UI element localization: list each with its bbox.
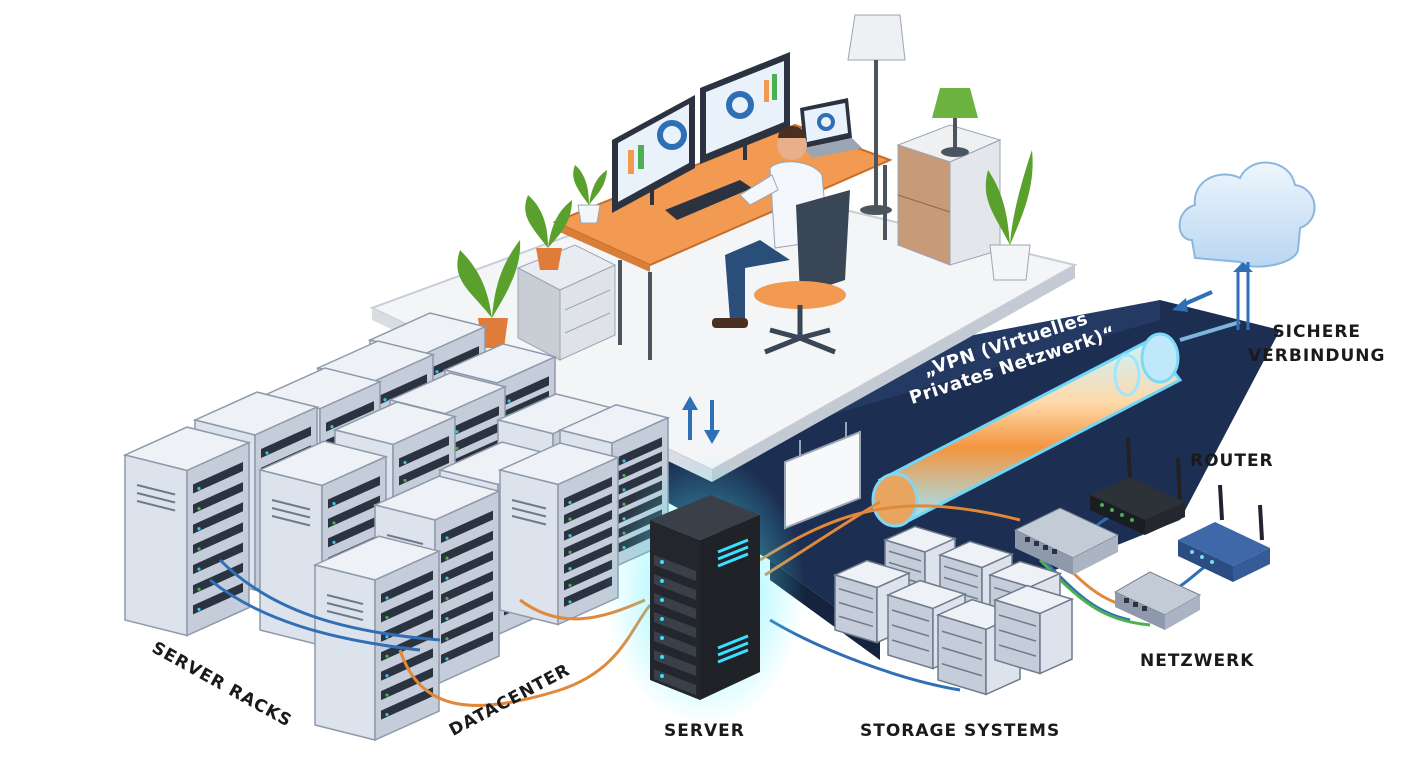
secure-connection-line2: VERBINDUNG xyxy=(1248,346,1386,366)
storage-unit xyxy=(992,584,1075,675)
sync-arrows-icon xyxy=(682,396,720,444)
server-light-bar xyxy=(717,538,749,568)
secure-connection-line1: SICHERE xyxy=(1272,322,1362,342)
server-label: SERVER xyxy=(664,721,745,741)
plant-pot-desk-back xyxy=(573,165,607,224)
wall-panel xyxy=(784,422,861,530)
netzwerk-label: NETZWERK xyxy=(1140,651,1255,671)
server-racks-group xyxy=(122,312,671,742)
network-switch-top xyxy=(1013,507,1120,575)
server-unit xyxy=(654,612,696,638)
server-rack xyxy=(122,426,252,637)
monitor-left xyxy=(612,95,695,213)
floor-lamp xyxy=(847,14,906,215)
plant-pot-desk xyxy=(525,195,572,270)
server-unit xyxy=(654,555,696,581)
router-label: ROUTER xyxy=(1190,451,1274,471)
office-chair xyxy=(754,190,850,355)
server-unit xyxy=(654,650,696,676)
drawer-cabinet-left xyxy=(516,244,617,361)
storage-systems-group xyxy=(832,525,1075,696)
drawer-cabinet-right xyxy=(896,124,1002,266)
monitor-right xyxy=(700,52,790,164)
server-rack xyxy=(312,535,442,742)
storage-systems-label: STORAGE SYSTEMS xyxy=(860,721,1061,741)
server-unit xyxy=(654,574,696,600)
server-light-bar xyxy=(717,634,749,664)
server-unit xyxy=(654,593,696,619)
cloud-icon xyxy=(1178,161,1316,268)
router-black xyxy=(1090,437,1185,535)
network-switch-bottom xyxy=(1113,571,1202,630)
server-rack xyxy=(497,442,621,626)
keyboard xyxy=(665,180,752,220)
server-unit xyxy=(654,631,696,657)
upload-arrows-icon xyxy=(1172,262,1253,330)
plant-pot-right xyxy=(985,150,1033,281)
secure-connection-label: SICHERE VERBINDUNG xyxy=(1248,320,1385,368)
main-server xyxy=(605,455,805,725)
laptop xyxy=(800,98,862,158)
desk-lamp xyxy=(932,88,978,157)
server-unit xyxy=(654,669,696,695)
router-blue xyxy=(1178,484,1270,582)
